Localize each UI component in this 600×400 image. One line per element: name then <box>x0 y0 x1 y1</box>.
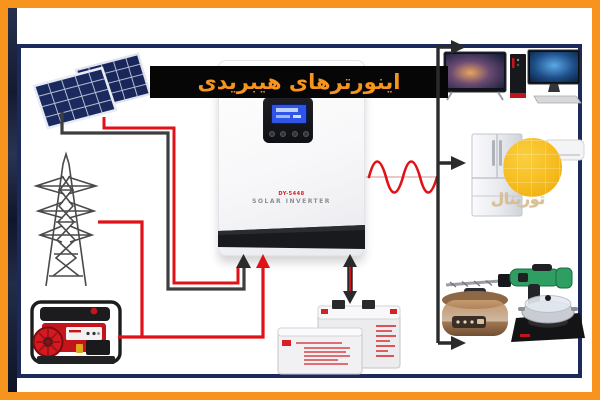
solar-panel-front <box>34 68 116 128</box>
title-banner: اینورترهای هیبریدی <box>150 66 448 98</box>
inverter-label: SOLAR INVERTER <box>252 198 331 205</box>
power-tower-icon <box>33 151 99 287</box>
computer-monitor <box>527 49 581 92</box>
left-photo-strip <box>8 8 17 392</box>
inverter-buttons <box>269 131 309 139</box>
television <box>443 51 507 101</box>
banner-title: اینورترهای هیبریدی <box>197 69 401 94</box>
inverter-lcd-display <box>271 104 307 124</box>
inverter-model-text: DY-5448 <box>278 191 305 197</box>
inverter-control-panel <box>263 97 313 143</box>
rice-cooker <box>442 288 508 336</box>
battery-front <box>277 327 363 375</box>
keyboard <box>533 95 582 104</box>
inverter-button <box>302 131 309 137</box>
battery-bank-icon <box>277 300 401 375</box>
computer-tower <box>510 54 526 98</box>
lcd-segment <box>293 115 301 118</box>
induction-cooktop-with-pot <box>511 295 585 342</box>
watermark-text: تورینال <box>490 190 546 208</box>
solar-panels-icon <box>24 48 154 133</box>
appliances-icon <box>442 264 585 342</box>
inverter-base-wedge <box>218 225 365 249</box>
inverter-button <box>280 131 287 137</box>
yellow-watermark-circle <box>503 138 562 197</box>
generator-icon <box>30 300 122 364</box>
lcd-segment <box>276 108 298 112</box>
lcd-segment <box>276 115 290 118</box>
inverter-button <box>291 131 298 137</box>
inverter-button <box>269 131 275 137</box>
tv-and-computer-icon <box>443 49 582 104</box>
